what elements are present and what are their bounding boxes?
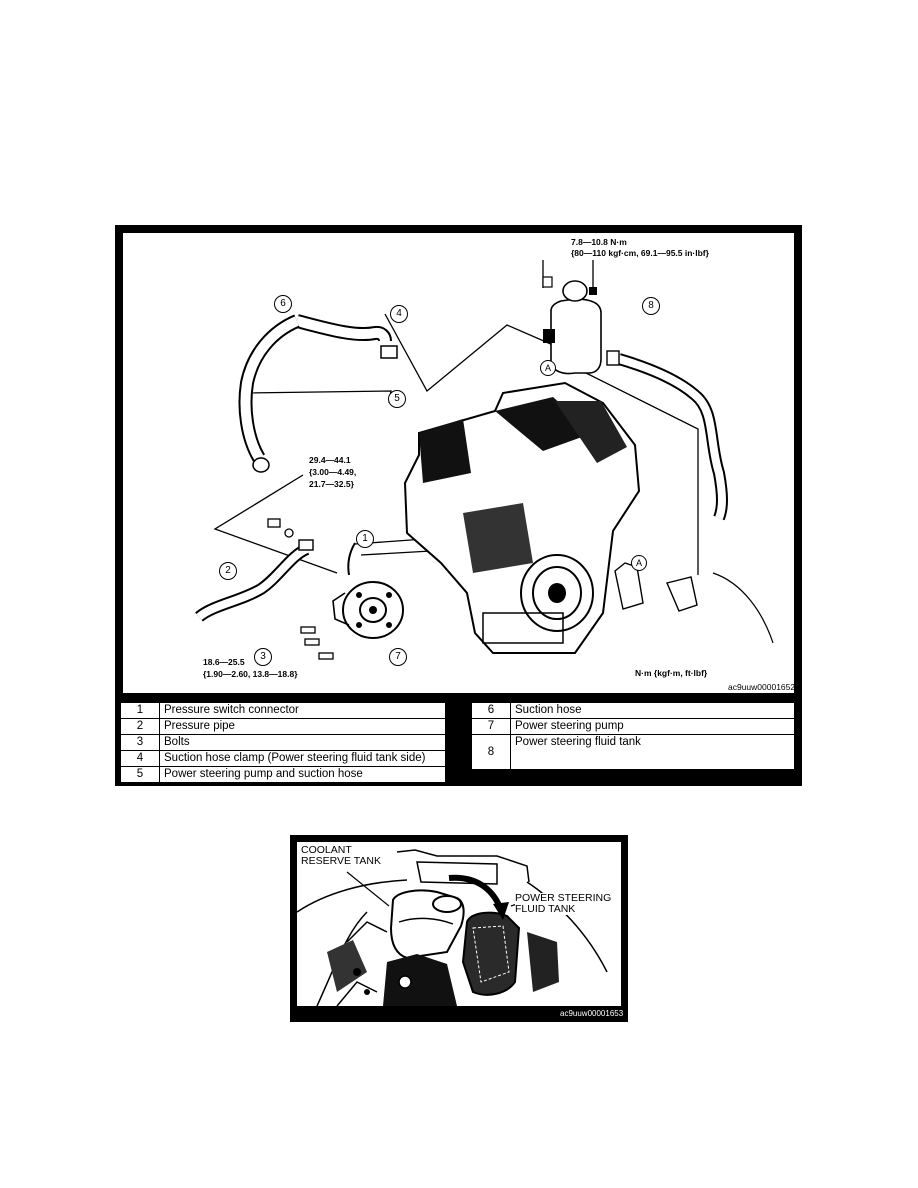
legend-num: 8 [471, 734, 511, 770]
leader-line-8-to-bracket [585, 372, 699, 575]
legend-row: 3 Bolts [120, 734, 446, 751]
pipe-torque-line2: {3.00—4.49, [309, 467, 357, 477]
legend-num: 3 [120, 734, 160, 751]
tank-bolt-torque-line1: 7.8—10.8 N·m [571, 237, 627, 247]
legend-num: 6 [471, 702, 511, 719]
torque-units-note: N·m {kgf·m, ft·lbf} [635, 668, 708, 678]
legend-label: Suction hose [510, 702, 795, 719]
callout-5: 5 [388, 390, 406, 408]
engine-bay-illustration [297, 849, 608, 1006]
legend-num: 1 [120, 702, 160, 719]
legend-row: 5 Power steering pump and suction hose [120, 766, 446, 783]
tank-bolt-torque-line2: {80—110 kgf·cm, 69.1—95.5 in·lbf} [571, 248, 709, 258]
legend-row: 4 Suction hose clamp (Power steering flu… [120, 750, 446, 767]
engine-bay-photo: COOLANT RESERVE TANK POWER STEERING FLUI… [297, 842, 621, 1006]
exploded-view-figure: 7.8—10.8 N·m {80—110 kgf·cm, 69.1—95.5 i… [115, 225, 802, 786]
legend-table-left: 1 Pressure switch connector 2 Pressure p… [120, 702, 446, 783]
callout-4: 4 [390, 305, 408, 323]
power-steering-assembly-illustration [195, 260, 774, 660]
figure-ref-code: ac9uuw00001652 [728, 682, 796, 692]
bolts-torque-line1: 18.6—25.5 [203, 657, 245, 667]
callout-8: 8 [642, 297, 660, 315]
bolts-torque-line2: {1.90—2.60, 13.8—18.8} [203, 669, 298, 679]
legend-label: Pressure switch connector [159, 702, 446, 719]
leader-line-5 [242, 390, 392, 404]
legend-num: 5 [120, 766, 160, 783]
legend-num: 2 [120, 718, 160, 735]
legend-label: Power steering fluid tank [510, 734, 795, 770]
legend-row: 2 Pressure pipe [120, 718, 446, 735]
legend-label: Suction hose clamp (Power steering fluid… [159, 750, 446, 767]
leader-line-4-to-tank [384, 313, 554, 393]
pipe-torque-line1: 29.4—44.1 [309, 455, 351, 465]
exploded-view-drawing: 7.8—10.8 N·m {80—110 kgf·cm, 69.1—95.5 i… [123, 233, 796, 693]
legend-label: Power steering pump and suction hose [159, 766, 446, 783]
callout-6: 6 [274, 295, 292, 313]
legend-row: 8 Power steering fluid tank [471, 734, 795, 770]
callout-1: 1 [356, 530, 374, 548]
legend-label: Power steering pump [510, 718, 795, 735]
pipe-torque-line3: 21.7—32.5} [309, 479, 354, 489]
coolant-reserve-tank-label: COOLANT RESERVE TANK [301, 844, 381, 867]
callout-3: 3 [254, 648, 272, 666]
power-steering-fluid-tank-label: POWER STEERING FLUID TANK [515, 892, 612, 915]
legend-row: 6 Suction hose [471, 702, 795, 719]
legend-num: 4 [120, 750, 160, 767]
engine-bay-photo-figure: COOLANT RESERVE TANK POWER STEERING FLUI… [290, 835, 628, 1022]
callout-2: 2 [219, 562, 237, 580]
callout-a-tank: A [540, 360, 556, 376]
callout-a-bracket: A [631, 555, 647, 571]
legend-label: Bolts [159, 734, 446, 751]
legend-table-right: 6 Suction hose 7 Power steering pump 8 P… [471, 702, 795, 770]
photo-ref-code: ac9uuw00001653 [560, 1009, 624, 1018]
legend-row: 1 Pressure switch connector [120, 702, 446, 719]
legend-row: 7 Power steering pump [471, 718, 795, 735]
legend-label: Pressure pipe [159, 718, 446, 735]
callout-7: 7 [389, 648, 407, 666]
legend-num: 7 [471, 718, 511, 735]
